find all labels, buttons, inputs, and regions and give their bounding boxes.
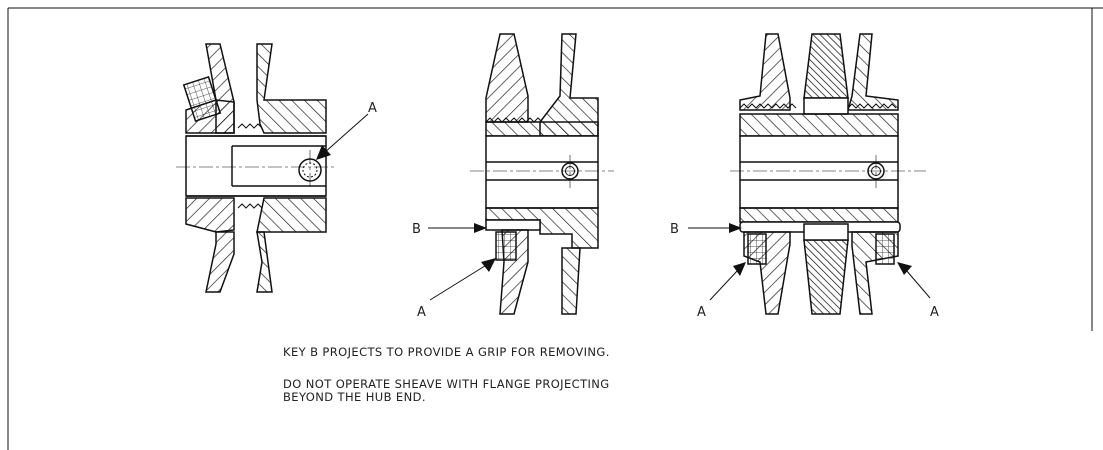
note-key-b-grip: KEY B PROJECTS TO PROVIDE A GRIP FOR REM… (283, 345, 610, 359)
sheave-3-top-flange-3 (847, 33, 899, 111)
sheave-1-bottom-hub-right (256, 197, 327, 233)
sheave-1-top-hub-right (256, 43, 327, 134)
sheave-3-callout-a-left (709, 262, 746, 301)
sheave-3-top-hub (739, 113, 899, 137)
sheave-2-top-hub (485, 121, 599, 137)
sheave-1-centerlines (176, 150, 336, 190)
sheave-3-top-flange-2 (803, 33, 849, 99)
sheave-3-top-center-block (803, 97, 849, 115)
sheave-2-callout-a (429, 258, 496, 301)
sheave-3-bottom-center-block (803, 223, 849, 241)
sheave-view-2 (485, 33, 599, 315)
sheave-3-centerlines (730, 155, 926, 188)
sheave-2-top-flange-right (539, 33, 599, 137)
sheave-3-top-flange-1 (739, 33, 791, 111)
note-flange-warning: DO NOT OPERATE SHEAVE WITH FLANGE PROJEC… (283, 377, 610, 404)
sheave-2-setscrew (495, 231, 517, 261)
sheave-3-setscrew-left (747, 233, 767, 265)
callout-a-view-3-right: A (930, 305, 939, 320)
callout-a-view-3-left: A (697, 305, 706, 320)
sheave-2-top-flange-left (485, 33, 529, 123)
drawing-frame (7, 7, 1103, 450)
callout-a-view-1: A (368, 101, 377, 116)
sheave-view-3 (739, 33, 901, 315)
sheave-view-1 (182, 43, 327, 293)
sheave-3-setscrew-right (875, 233, 895, 265)
sheave-3-bottom-hub (739, 207, 899, 223)
sheave-1-bottom-flange-left (205, 231, 235, 293)
callout-b-view-3: B (670, 222, 679, 237)
sheave-2-centerlines (470, 155, 614, 188)
sheave-1-bottom-hub-left (185, 197, 235, 233)
sheave-1-bottom-flange-right (256, 231, 273, 293)
sheave-3-bottom-flange-2 (803, 239, 849, 315)
sheave-2-callout-b (428, 223, 487, 233)
sheave-1-callout-a (316, 113, 369, 160)
sheave-1-setscrew-block (182, 75, 222, 123)
sheave-2-bore (485, 135, 599, 209)
sheave-2-bottom-flange-right (561, 247, 581, 315)
sheave-2-key-b (485, 219, 541, 231)
callout-a-view-2: A (417, 305, 426, 320)
drawing-notes: KEY B PROJECTS TO PROVIDE A GRIP FOR REM… (283, 346, 610, 423)
callout-b-view-2: B (412, 222, 421, 237)
sheave-3-callout-a-right (897, 262, 931, 299)
sheave-3-callout-b (688, 223, 742, 233)
